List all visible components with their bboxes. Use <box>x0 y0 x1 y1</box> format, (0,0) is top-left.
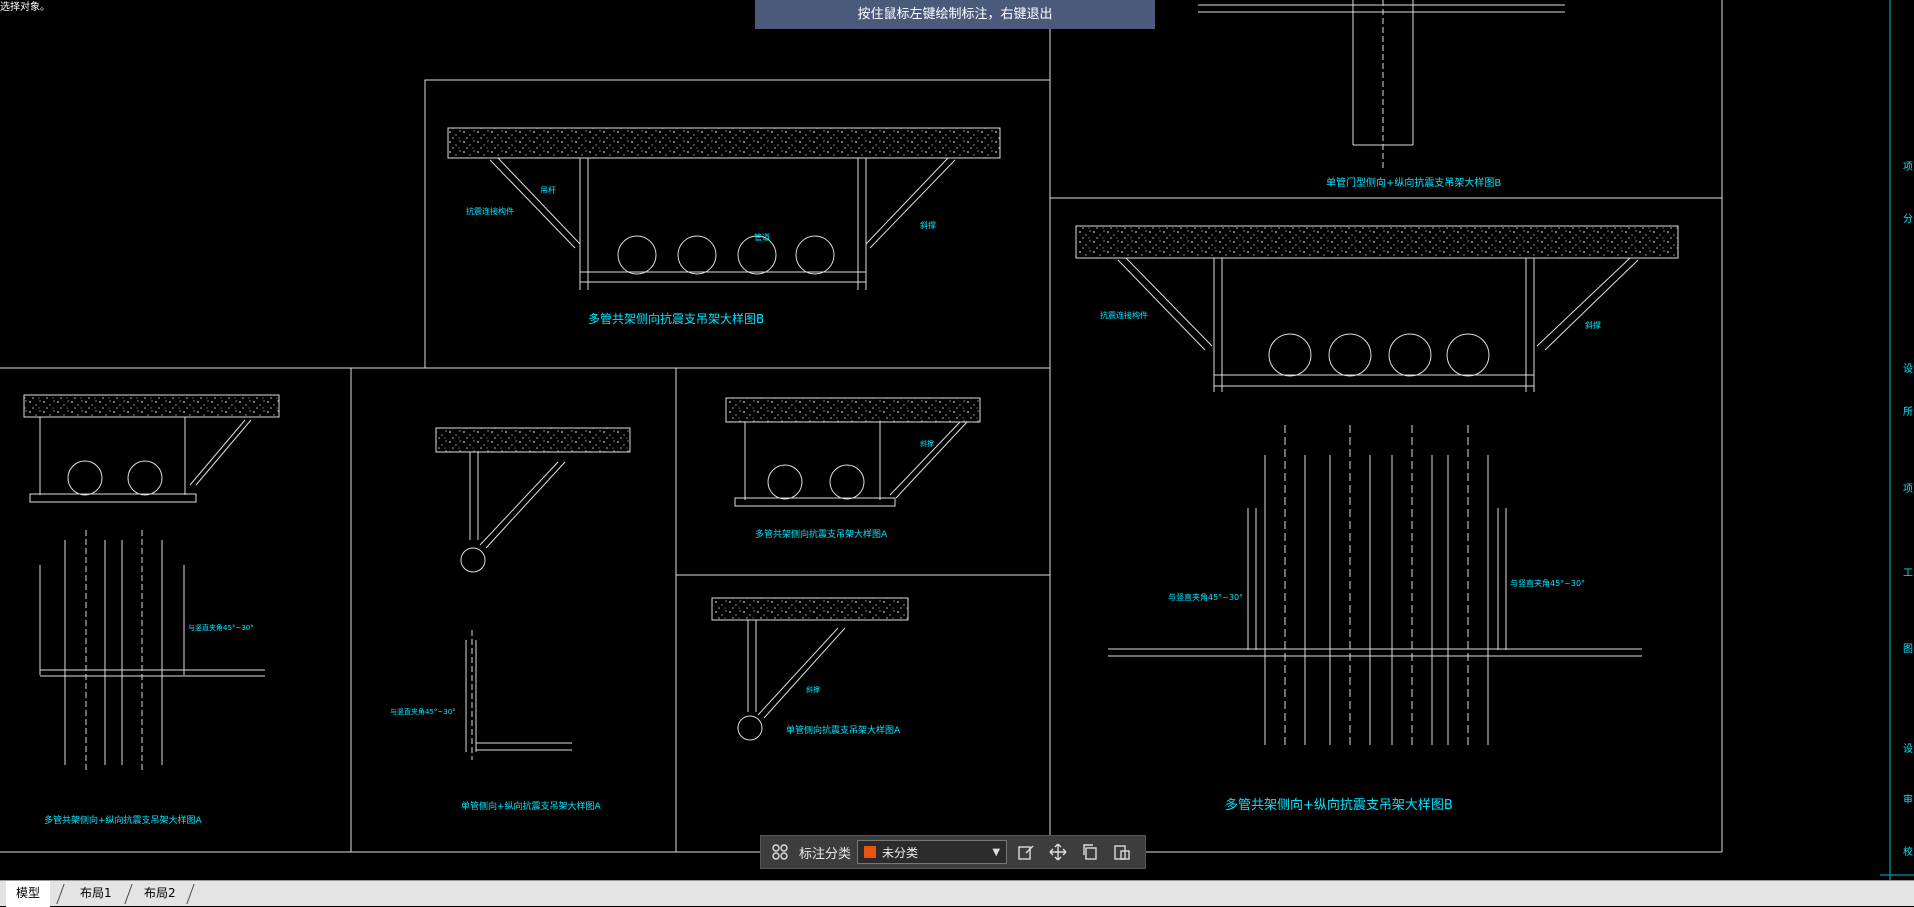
svg-text:吊杆: 吊杆 <box>540 185 556 195</box>
drawing-title-center-right: 多管共架侧向抗震支吊架大样图A <box>755 528 888 540</box>
tab-layout1[interactable]: 布局1 <box>80 886 112 900</box>
svg-text:所: 所 <box>1903 406 1913 418</box>
cad-drawing: 单管门型侧向+纵向抗震支吊架大样图B 多管共架侧向抗震支吊架大样图B 抗震连接构… <box>0 0 1914 880</box>
svg-text:工: 工 <box>1903 568 1913 579</box>
category-select[interactable]: 未分类 ▼ <box>857 840 1008 864</box>
category-value: 未分类 <box>882 845 919 860</box>
svg-text:分: 分 <box>1903 213 1913 225</box>
annotation-hint-banner: 按住鼠标左键绘制标注，右键退出 <box>755 0 1155 29</box>
svg-text:项: 项 <box>1903 483 1913 495</box>
svg-text:与竖直夹角45°~30°: 与竖直夹角45°~30° <box>390 707 456 716</box>
svg-text:与竖直夹角45°~30°: 与竖直夹角45°~30° <box>1168 592 1243 602</box>
paste-icon[interactable] <box>1109 839 1135 865</box>
tab-model[interactable]: 模型 <box>6 881 51 907</box>
svg-text:图: 图 <box>1903 643 1913 655</box>
chevron-down-icon: ▼ <box>992 846 1001 858</box>
svg-text:审: 审 <box>1903 793 1913 806</box>
svg-text:设: 设 <box>1903 363 1913 375</box>
svg-text:设: 设 <box>1903 743 1913 755</box>
command-prompt-text: 选择对象。 <box>0 2 50 13</box>
svg-text:校: 校 <box>1903 845 1913 858</box>
svg-text:斜撑: 斜撑 <box>806 685 820 694</box>
annotation-toolbar: 标注分类 未分类 ▼ <box>760 835 1146 869</box>
svg-text:斜撑: 斜撑 <box>920 220 936 230</box>
copy-icon[interactable] <box>1077 839 1103 865</box>
drawing-canvas[interactable]: 单管门型侧向+纵向抗震支吊架大样图B 多管共架侧向抗震支吊架大样图B 抗震连接构… <box>0 0 1914 880</box>
drawing-title-top-right: 单管门型侧向+纵向抗震支吊架大样图B <box>1326 176 1501 189</box>
svg-text:斜撑: 斜撑 <box>1585 320 1601 330</box>
svg-text:抗震连接构件: 抗震连接构件 <box>1100 310 1148 320</box>
drawing-title-right: 多管共架侧向+纵向抗震支吊架大样图B <box>1225 797 1453 813</box>
drawing-title-left: 多管共架侧向+纵向抗震支吊架大样图A <box>44 814 203 826</box>
grid-menu-icon[interactable] <box>767 839 793 865</box>
svg-text:项: 项 <box>1903 161 1913 173</box>
svg-text:与竖直夹角45°~30°: 与竖直夹角45°~30° <box>1510 578 1585 588</box>
drawing-title-center-left: 单管侧向+纵向抗震支吊架大样图A <box>461 800 602 812</box>
category-color-swatch <box>864 846 877 858</box>
edit-icon[interactable] <box>1013 839 1039 865</box>
category-label: 标注分类 <box>799 846 852 862</box>
svg-text:与竖直夹角45°~30°: 与竖直夹角45°~30° <box>188 623 254 632</box>
svg-text:斜撑: 斜撑 <box>920 439 934 448</box>
layout-tab-bar: 模型 布局1 布局2 <box>0 880 1914 907</box>
svg-text:抗震连接构件: 抗震连接构件 <box>466 206 514 216</box>
tab-layout2[interactable]: 布局2 <box>144 886 176 900</box>
svg-text:管道: 管道 <box>754 232 770 242</box>
drawing-title-bottom-center: 单管侧向抗震支吊架大样图A <box>786 724 901 736</box>
drawing-title-mid: 多管共架侧向抗震支吊架大样图B <box>588 311 764 326</box>
move-icon[interactable] <box>1045 839 1071 865</box>
